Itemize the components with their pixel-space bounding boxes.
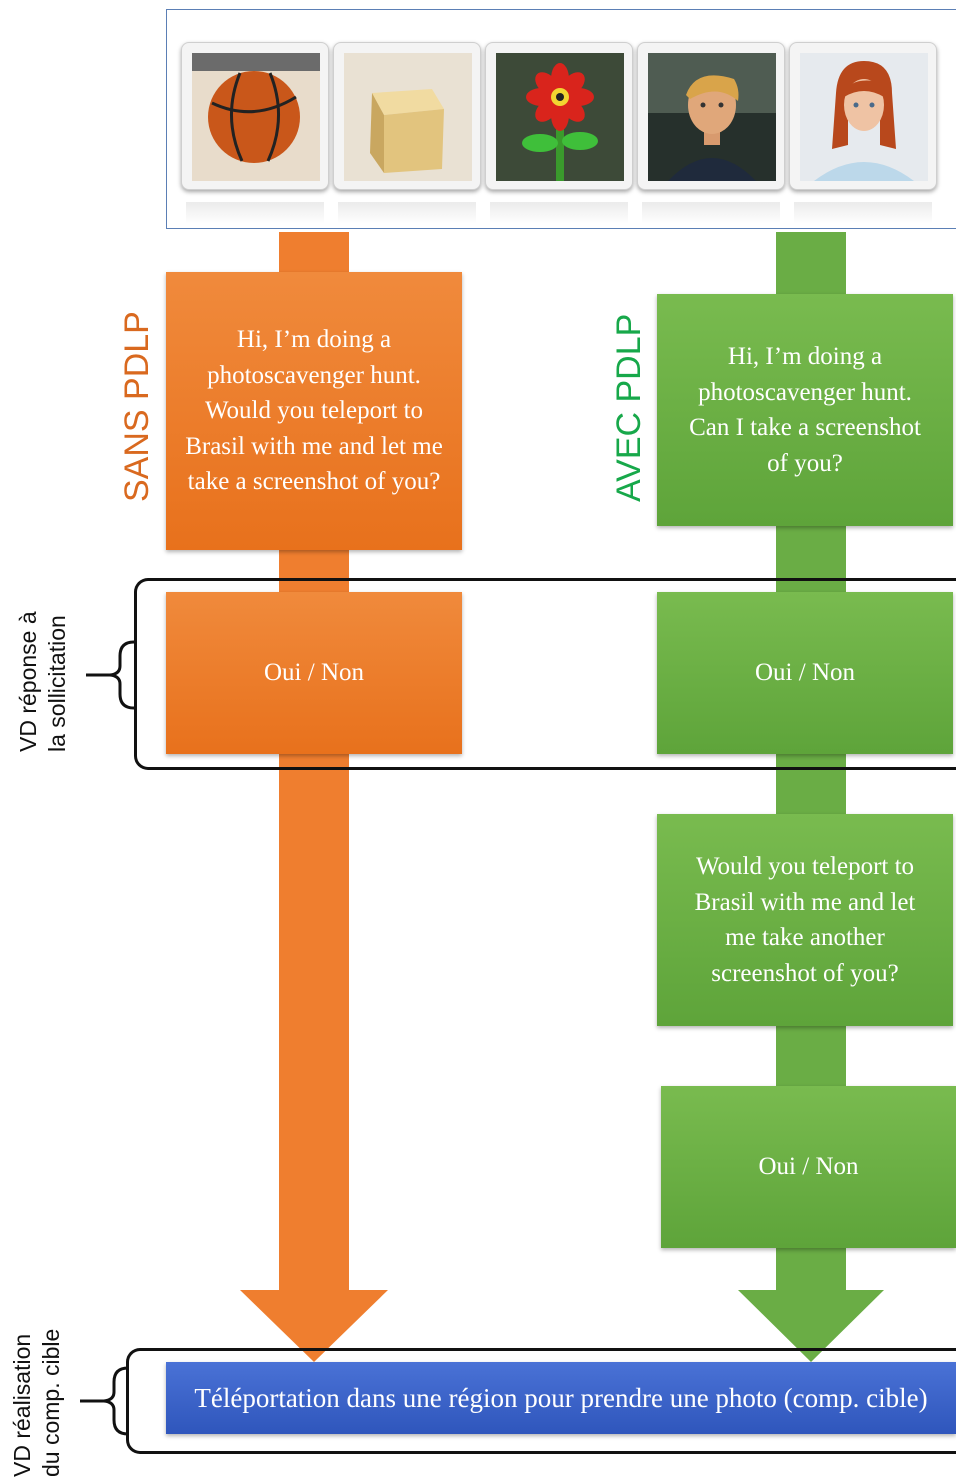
vd-response-bracket — [134, 578, 956, 770]
vd-realisation-label-line1: VD réalisation — [9, 1333, 35, 1477]
final-target-behavior-text: Téléportation dans une région pour prend… — [194, 1383, 928, 1413]
thumb-reflection — [338, 202, 476, 224]
male-avatar-image — [648, 53, 776, 181]
female-avatar-image — [800, 53, 928, 181]
avatar-thumb-male — [637, 42, 785, 190]
green-request-box: Hi, I’m doing a photoscavenger hunt. Can… — [657, 294, 953, 526]
green-second-answer-box: Oui / Non — [661, 1086, 956, 1248]
vd-realisation-label: VD réalisation du comp. cible — [8, 1329, 66, 1477]
avatar-thumb-basketball — [181, 42, 329, 190]
condition-label-avec: AVEC PDLP — [610, 313, 648, 502]
green-request-text: Hi, I’m doing a photoscavenger hunt. Can… — [689, 343, 921, 477]
green-second-request-text: Would you teleport to Brasil with me and… — [694, 853, 916, 987]
thumb-reflection — [794, 202, 932, 224]
vd-response-label-line2: la sollicitation — [44, 615, 70, 752]
avatar-thumb-cube — [333, 42, 481, 190]
vd-realisation-brace — [80, 1366, 129, 1436]
condition-label-sans: SANS PDLP — [118, 311, 156, 502]
thumb-reflection — [186, 202, 324, 224]
avatar-thumb-female — [789, 42, 937, 190]
final-target-behavior-box: Téléportation dans une région pour prend… — [166, 1362, 956, 1434]
avatar-thumb-flower — [485, 42, 633, 190]
basketball-image — [192, 53, 320, 181]
orange-request-box: Hi, I’m doing a photoscavenger hunt. Wou… — [166, 272, 462, 550]
orange-answer-text: Oui / Non — [264, 659, 364, 687]
green-arrow-head — [738, 1290, 884, 1362]
thumb-reflection — [490, 202, 628, 224]
orange-request-text: Hi, I’m doing a photoscavenger hunt. Wou… — [185, 326, 443, 496]
green-second-answer-text: Oui / Non — [758, 1153, 859, 1181]
flower-image — [496, 53, 624, 181]
vd-response-brace — [86, 640, 135, 710]
orange-arrow-head — [240, 1290, 388, 1362]
thumb-reflection — [642, 202, 780, 224]
vd-response-label: VD réponse à la sollicitation — [14, 611, 72, 752]
vd-realisation-bracket — [126, 1348, 956, 1454]
green-answer-box: Oui / Non — [657, 592, 953, 754]
vd-realisation-label-line2: du comp. cible — [38, 1328, 64, 1477]
green-second-request-box: Would you teleport to Brasil with me and… — [657, 814, 953, 1026]
wooden-cube-image — [344, 53, 472, 181]
green-answer-text: Oui / Non — [755, 659, 855, 687]
vd-response-label-line1: VD réponse à — [15, 611, 41, 752]
orange-answer-box: Oui / Non — [166, 592, 462, 754]
